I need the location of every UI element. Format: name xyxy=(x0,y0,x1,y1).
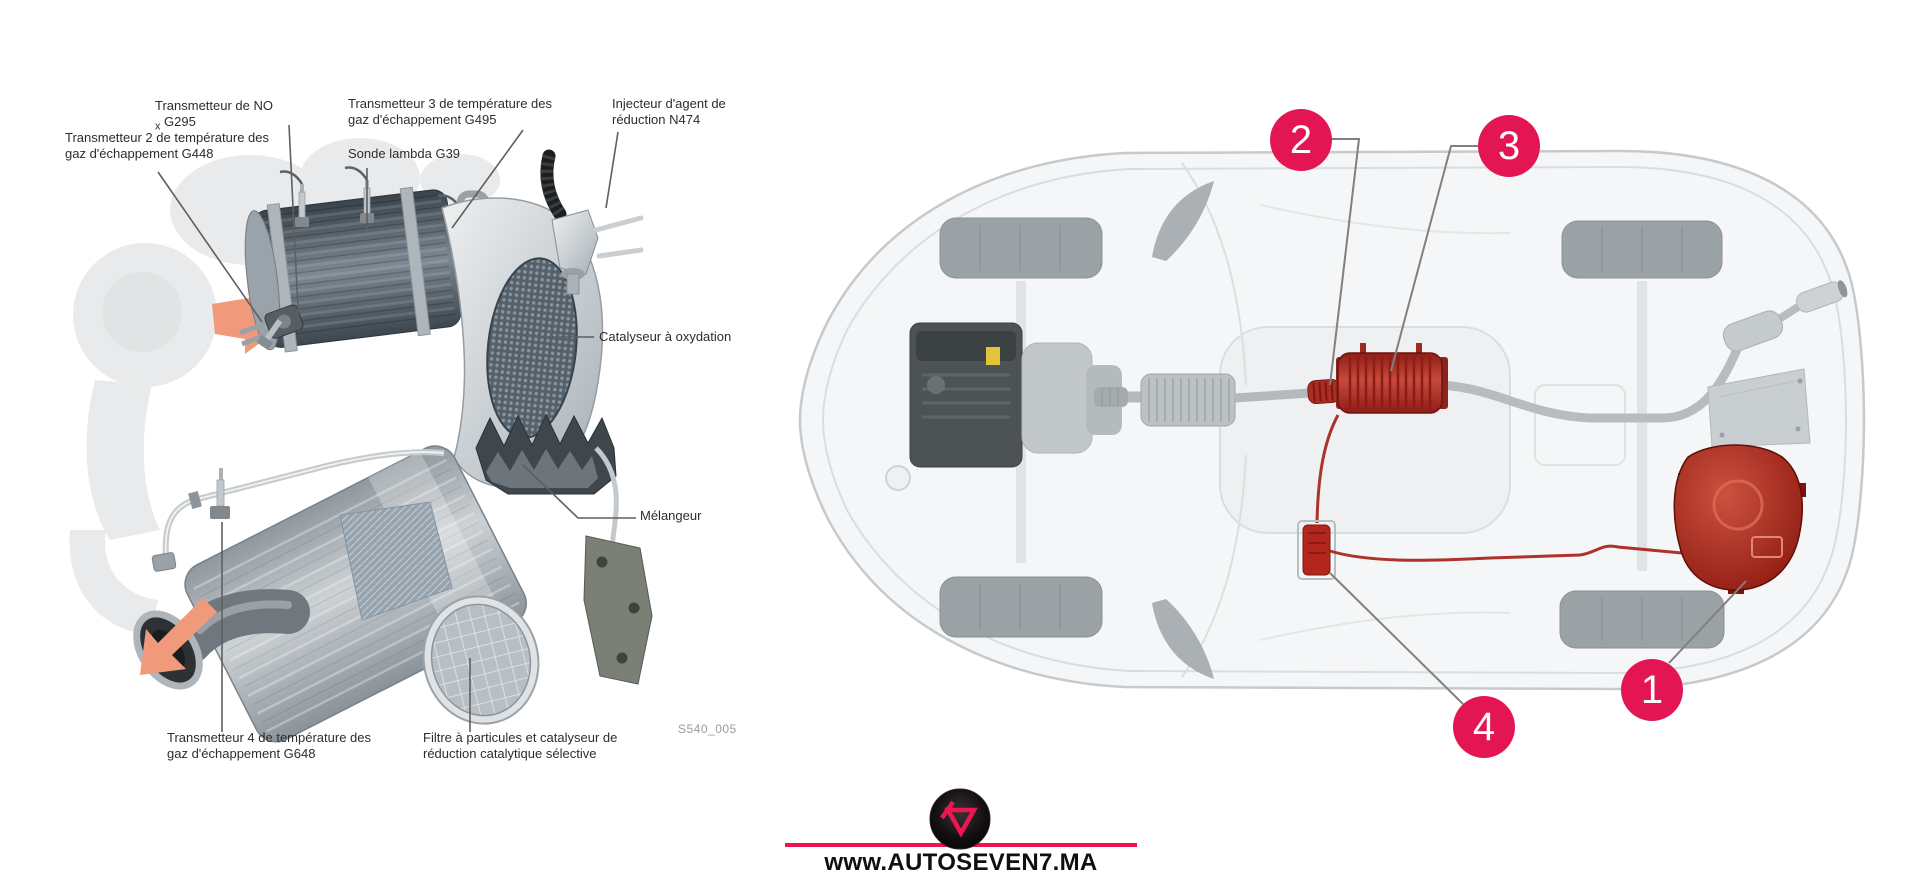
callout-4-number: 4 xyxy=(1472,704,1496,749)
heated-line-scr-to-pump xyxy=(1315,414,1340,524)
label-egt2-sender: Transmetteur 2 de température des gaz d'… xyxy=(65,130,270,161)
label-lambda-probe: Sonde lambda G39 xyxy=(348,146,461,161)
ghost-turbo-background xyxy=(69,138,500,635)
scr-grid-face xyxy=(422,595,540,725)
rear-heat-shield-panel xyxy=(1707,368,1811,448)
adblue-tank-red xyxy=(1673,444,1806,594)
figure-code: S540_005 xyxy=(678,722,737,736)
mounting-bracket xyxy=(583,535,653,685)
callout-2-number: 2 xyxy=(1289,117,1313,162)
left-figure-leader-lines xyxy=(157,124,636,732)
label-dpf-scr: Filtre à particules et catalyseur de réd… xyxy=(423,730,618,761)
website-url[interactable]: www.AUTOSEVEN7.MA xyxy=(824,849,1098,876)
exhaust-outlet-arrow xyxy=(140,598,217,675)
autoseven-logo xyxy=(929,788,991,850)
callout-1-adblue-tank[interactable]: 1 xyxy=(1621,659,1683,721)
logo-seven-icon xyxy=(940,800,978,838)
egt4-sensor-probe xyxy=(210,468,230,519)
label-egt4-sender: Transmetteur 4 de température des gaz d'… xyxy=(167,730,372,761)
tires xyxy=(939,217,1725,649)
car-underbody-xray xyxy=(798,138,1866,705)
callout-2-flex-coupling[interactable]: 2 xyxy=(1270,109,1332,171)
label-reduction-injector: Injecteur d'agent de réduction N474 xyxy=(612,96,726,127)
red-flex-coupling xyxy=(1307,378,1341,405)
label-egt3-sender: Transmetteur 3 de température des gaz d'… xyxy=(348,96,553,127)
label-oxidation-catalyst: Catalyseur à oxydation xyxy=(599,329,732,344)
pressure-tube xyxy=(151,449,445,572)
exhaust-module-illustration xyxy=(69,124,653,743)
scr-catalyst-red xyxy=(1336,343,1448,414)
oxidation-catalyst-cylinder xyxy=(244,186,462,353)
callout-3-number: 3 xyxy=(1497,123,1521,168)
callout-4-pump[interactable]: 4 xyxy=(1453,696,1515,758)
right-mirror xyxy=(1152,599,1214,679)
reduction-injector xyxy=(540,149,644,295)
callout-1-number: 1 xyxy=(1640,667,1664,712)
adblue-pump-red xyxy=(1297,520,1336,580)
heated-line-pump-to-tank xyxy=(1329,544,1683,562)
dpf-cutaway-channels xyxy=(339,501,453,621)
mixer-element xyxy=(475,413,617,495)
left-mirror xyxy=(1152,181,1214,261)
callout-leader-lines xyxy=(1329,138,1747,705)
label-mixer: Mélangeur xyxy=(640,508,702,523)
exhaust-line xyxy=(1090,280,1848,427)
callout-3-scr-catalyst[interactable]: 3 xyxy=(1478,115,1540,177)
nox-subscript: x xyxy=(155,120,161,133)
egt2-sensor-probe xyxy=(256,318,283,351)
